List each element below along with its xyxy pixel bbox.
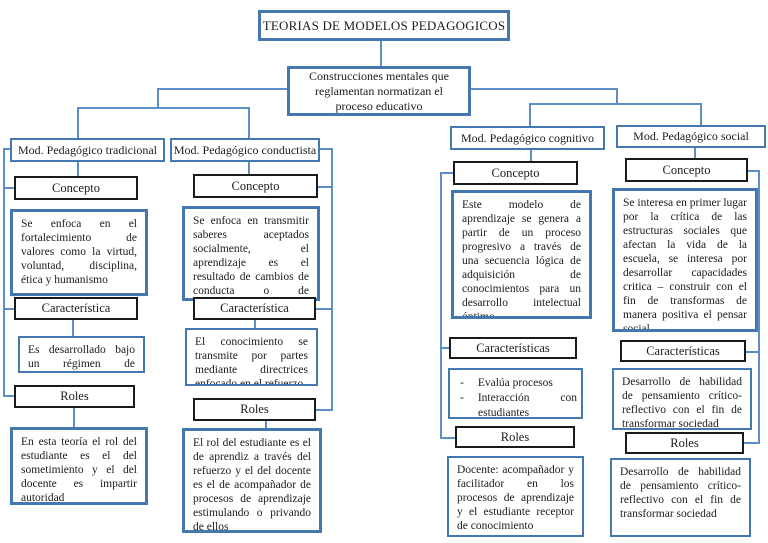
cognitivo-header-box: Mod. Pedagógico cognitivo	[450, 126, 605, 150]
conductista-roles-label-box: Roles	[193, 398, 316, 421]
cognitivo-header-label: Mod. Pedagógico cognitivo	[461, 130, 594, 145]
conductista-roles-text-box: El rol del estudiante es el de aprendiz …	[182, 428, 322, 533]
connector-roles-text-1	[73, 408, 75, 427]
connector-right-drop	[616, 88, 618, 105]
connector-to-cognitivo	[529, 103, 531, 126]
tradicional-concepto-label-box: Concepto	[14, 176, 138, 200]
bracket-stub	[440, 437, 455, 439]
tradicional-concepto-label: Concepto	[52, 180, 100, 195]
connector-left-bus	[77, 107, 250, 109]
bracket-cognitivo	[440, 172, 442, 439]
social-caracteristicas-text: Desarrollo de habilidad de pensamiento c…	[622, 376, 742, 430]
conductista-caracteristica-label-box: Característica	[193, 297, 316, 320]
bracket-stub	[3, 308, 14, 310]
connector-roles-text-2	[265, 421, 267, 429]
bracket-conductista	[331, 148, 333, 411]
tradicional-caracteristica-label: Característica	[41, 301, 111, 315]
connector-right-bus	[529, 103, 702, 105]
social-roles-text: Desarrollo de habilidad de pensamiento c…	[620, 466, 741, 520]
cognitivo-roles-text-box: Docente: acompañador y facilitador en lo…	[447, 456, 584, 537]
connector-left-drop	[157, 88, 159, 109]
social-concepto-label-box: Concepto	[625, 158, 748, 182]
conductista-concepto-text: Se enfoca en transmitir saberes aceptado…	[193, 215, 309, 297]
tradicional-roles-label: Roles	[60, 389, 89, 403]
conductista-roles-label: Roles	[240, 402, 269, 416]
root-text: Construcciones mentales que reglamentan …	[309, 68, 449, 113]
cognitivo-roles-label-box: Roles	[455, 426, 575, 448]
cognitivo-roles-label: Roles	[500, 429, 530, 444]
bracket-social	[758, 170, 760, 444]
connector-title-root	[380, 41, 382, 67]
social-concepto-text-box: Se interesa en primer lugar por la críti…	[612, 188, 758, 332]
social-header-label: Mod. Pedagógico social	[633, 129, 749, 143]
connector-caract-text-1	[72, 320, 74, 336]
bracket-stub	[3, 148, 11, 150]
bracket-tradicional	[3, 148, 5, 397]
tradicional-caracteristica-text-box: Es desarrollado bajo un régimen de disci…	[18, 336, 145, 373]
social-concepto-label: Concepto	[662, 162, 711, 177]
social-roles-label: Roles	[670, 435, 699, 450]
bracket-stub	[744, 442, 760, 444]
connector-header-concepto-1	[77, 162, 79, 176]
connector-caract-text-2	[254, 320, 256, 329]
conductista-header-label: Mod. Pedagógico conductista	[173, 142, 317, 157]
connector-root-right	[471, 88, 618, 90]
cognitivo-concepto-label-box: Concepto	[453, 161, 578, 185]
connector-to-tradicional	[77, 107, 79, 138]
bracket-stub	[316, 409, 333, 411]
root-box: Construcciones mentales que reglamentan …	[287, 66, 471, 116]
connector-root-left	[157, 88, 289, 90]
tradicional-concepto-text-box: Se enfoca en el fortalecimiento de valor…	[10, 209, 148, 296]
bullet-item: Interacción con estudiantes	[478, 391, 577, 417]
tradicional-roles-text: En esta teoría el rol del estudiante es …	[21, 436, 137, 504]
cognitivo-bullet-list: Evalúa procesos Interacción con estudian…	[450, 374, 581, 417]
cognitivo-concepto-text: Este modelo de aprendizaje se genera a p…	[462, 199, 581, 319]
conductista-concepto-label: Concepto	[231, 178, 280, 193]
conductista-concepto-label-box: Concepto	[193, 174, 318, 198]
bracket-stub	[440, 347, 450, 349]
conductista-caracteristica-label: Característica	[220, 301, 289, 315]
conductista-header-box: Mod. Pedagógico conductista	[170, 138, 320, 162]
connector-header-concepto-3	[530, 150, 532, 161]
cognitivo-caracteristicas-label: Características	[476, 340, 550, 355]
tradicional-caracteristica-label-box: Característica	[14, 297, 138, 320]
cognitivo-concepto-label: Concepto	[491, 165, 540, 180]
conductista-caracteristica-text: El conocimiento se transmite por partes …	[195, 336, 308, 386]
bracket-stub	[316, 308, 333, 310]
tradicional-concepto-text: Se enfoca en el fortalecimiento de valor…	[21, 218, 137, 286]
bracket-stub	[746, 351, 760, 353]
social-caracteristicas-label: Características	[646, 343, 720, 358]
connector-header-concepto-4	[694, 148, 696, 158]
bracket-stub	[748, 170, 760, 172]
social-caracteristicas-text-box: Desarrollo de habilidad de pensamiento c…	[612, 368, 752, 430]
bracket-stub	[320, 148, 333, 150]
title-text: TEORIAS DE MODELOS PEDAGOGICOS	[262, 17, 506, 33]
title-box: TEORIAS DE MODELOS PEDAGOGICOS	[258, 10, 510, 41]
conductista-roles-text: El rol del estudiante es el de aprendiz …	[193, 437, 311, 533]
conductista-concepto-text-box: Se enfoca en transmitir saberes aceptado…	[182, 206, 320, 301]
bracket-stub	[3, 187, 14, 189]
bracket-stub	[3, 395, 14, 397]
cognitivo-concepto-text-box: Este modelo de aprendizaje se genera a p…	[451, 190, 592, 319]
tradicional-roles-label-box: Roles	[14, 385, 135, 408]
tradicional-roles-text-box: En esta teoría el rol del estudiante es …	[10, 427, 148, 505]
tradicional-caracteristica-text: Es desarrollado bajo un régimen de disci…	[28, 344, 135, 370]
tradicional-header-label: Mod. Pedagógico tradicional	[18, 142, 157, 157]
tradicional-header-box: Mod. Pedagógico tradicional	[10, 138, 165, 162]
social-roles-text-box: Desarrollo de habilidad de pensamiento c…	[610, 458, 751, 537]
social-roles-label-box: Roles	[625, 432, 744, 454]
social-caracteristicas-label-box: Características	[620, 340, 746, 362]
connector-to-social	[700, 103, 702, 125]
bracket-stub	[440, 172, 453, 174]
bracket-stub	[318, 186, 333, 188]
social-concepto-text: Se interesa en primer lugar por la críti…	[623, 197, 747, 332]
connector-to-conductista	[248, 107, 250, 138]
cognitivo-caracteristicas-label-box: Características	[449, 337, 577, 359]
social-header-box: Mod. Pedagógico social	[616, 125, 766, 148]
cognitivo-roles-text: Docente: acompañador y facilitador en lo…	[457, 464, 574, 532]
bullet-item: Evalúa procesos	[478, 376, 577, 391]
conductista-caracteristica-text-box: El conocimiento se transmite por partes …	[185, 328, 318, 386]
cognitivo-caracteristicas-text-box: Evalúa procesos Interacción con estudian…	[448, 368, 583, 419]
connector-header-concepto-2	[248, 162, 250, 174]
